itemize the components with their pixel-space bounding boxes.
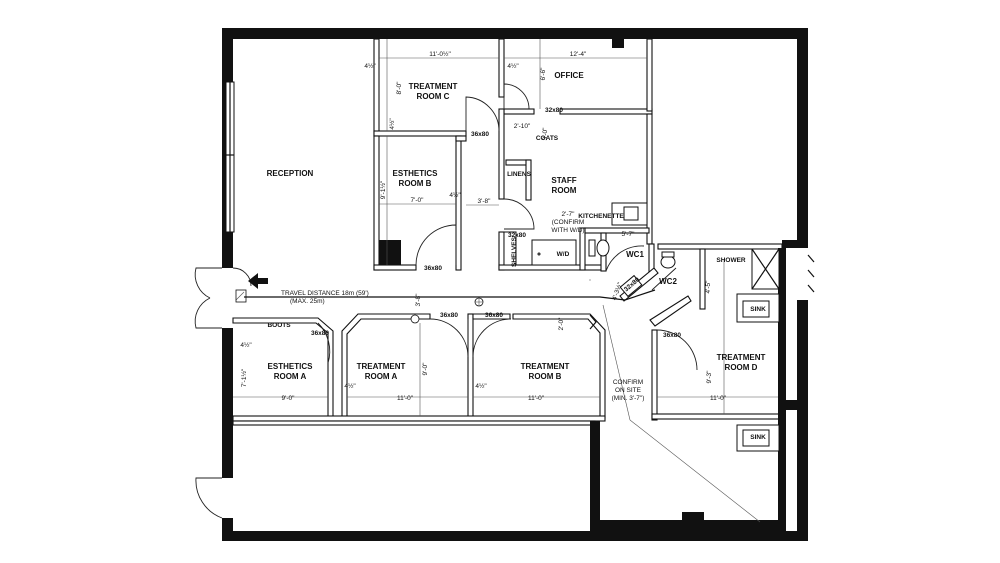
dim-b-wall: 4½" (449, 191, 461, 199)
dim-nine-three: 9'-3" (706, 370, 713, 384)
dim-five-seven: 5'-7" (622, 231, 636, 238)
dimension-lines (233, 39, 778, 416)
room-labels: RECEPTION TREATMENT ROOM C OFFICE ESTHET… (267, 71, 766, 441)
door-size-c: 36x80 (471, 131, 489, 138)
room-label-staff-1: STAFF (551, 176, 576, 185)
label-shower: SHOWER (716, 257, 746, 264)
room-label-esthetics-b-2: ROOM B (399, 179, 432, 188)
room-label-reception: RECEPTION (267, 169, 314, 178)
dim-treatment-a-depth: 9'-0" (422, 362, 429, 376)
dim-b-width: 7'-0" (411, 197, 425, 204)
room-label-treatment-c-2: ROOM C (417, 92, 450, 101)
dim-c-width: 11'-0½" (429, 50, 451, 58)
exterior-walls (222, 28, 808, 541)
room-label-esthetics-a-1: ESTHETICS (268, 362, 314, 371)
note-confirm-wd-1: 2'-7" (562, 211, 576, 218)
note-confirm-site-3: (MIN. 3'-7") (612, 395, 645, 402)
dim-two-ten: 2'-10" (514, 123, 531, 130)
dim-c-depth: 8'-0" (396, 81, 403, 95)
note-confirm-site-2: ON SITE (615, 387, 642, 394)
entrance-door (194, 267, 252, 329)
dim-office-width: 12'-4" (570, 51, 587, 58)
note-confirm-wd-3: WITH W/D) (551, 227, 584, 234)
note-travel-distance-1: TRAVEL DISTANCE 18m (59') (281, 290, 369, 297)
room-label-esthetics-a-2: ROOM A (274, 372, 307, 381)
door-size-treatment-d: 36x80 (663, 332, 681, 339)
label-shelves: SHELVES (511, 236, 518, 267)
label-sink-2: SINK (750, 434, 766, 441)
room-label-treatment-d-1: TREATMENT (717, 353, 766, 362)
dim-c-wall-2: 4½" (388, 118, 396, 130)
dim-office-depth: 6'-6" (540, 67, 547, 81)
interior-partitions (232, 38, 797, 531)
room-label-treatment-b-1: TREATMENT (521, 362, 570, 371)
label-kitchenette: KITCHENETTE (578, 213, 624, 220)
note-travel-distance-2: (MAX. 25m) (290, 298, 325, 305)
note-confirm-site-1: CONFIRM (613, 379, 643, 386)
dim-c-wall: 4½" (364, 62, 376, 70)
door-size-office: 32x80 (545, 107, 563, 114)
label-coats: COATS (536, 135, 559, 142)
room-label-staff-2: ROOM (552, 186, 577, 195)
room-label-office: OFFICE (554, 71, 584, 80)
dim-four-five: 4'-5" (705, 280, 712, 294)
label-sink-1: SINK (750, 306, 766, 313)
wc-diagonal-walls (619, 267, 692, 327)
room-label-treatment-a-1: TREATMENT (357, 362, 406, 371)
label-boots: BOOTS (267, 322, 291, 329)
dim-three-eight-2: 3'-8" (415, 293, 422, 307)
door-size-esthetics-a: 36x80 (311, 330, 329, 337)
dim-esthetics-a-width: 9'-0" (282, 395, 296, 402)
dim-treatment-b-wall: 4½" (475, 382, 487, 390)
label-wd: W/D (557, 251, 570, 258)
dim-two-oh: 2'-0" (558, 317, 565, 331)
room-label-treatment-b-2: ROOM B (529, 372, 562, 381)
door-size-staff: 32x80 (508, 232, 526, 239)
room-label-esthetics-b-1: ESTHETICS (393, 169, 439, 178)
fixtures (503, 202, 780, 452)
dim-treatment-a-wall: 4½" (344, 382, 356, 390)
dim-three-oh: 3'-0" (542, 127, 549, 141)
label-linens: LINENS (507, 171, 532, 178)
door-size-treatment-a: 36x80 (440, 312, 458, 319)
dim-office-wall: 4½" (507, 62, 519, 70)
room-label-treatment-d-2: ROOM D (725, 363, 758, 372)
label-wc2: WC2 (659, 277, 677, 286)
room-label-treatment-a-2: ROOM A (365, 372, 398, 381)
door-swings (317, 83, 698, 371)
reception-window (225, 81, 235, 233)
dim-treatment-a-width: 11'-0" (397, 395, 414, 402)
dim-three-eight: 3'-8" (478, 198, 492, 205)
room-label-treatment-c-1: TREATMENT (409, 82, 458, 91)
dim-esthetics-a-depth: 7'-1½" (240, 368, 248, 387)
lower-entrance-door (195, 477, 223, 519)
dim-esthetics-a-wall: 4½" (240, 341, 252, 349)
note-confirm-wd-2: (CONFIRM (552, 219, 585, 226)
door-size-treatment-b: 36x80 (485, 312, 503, 319)
door-size-b: 36x80 (424, 265, 442, 272)
exit-path (235, 193, 761, 523)
dim-treatment-d-width: 11'-0" (710, 395, 727, 402)
dim-treatment-b-width: 11'-0" (528, 395, 545, 402)
dim-b-depth: 9'-1½" (379, 180, 387, 199)
label-wc1: WC1 (626, 250, 644, 259)
notes: TRAVEL DISTANCE 18m (59') (MAX. 25m) 2'-… (281, 211, 644, 402)
right-edge-detail (807, 254, 815, 293)
